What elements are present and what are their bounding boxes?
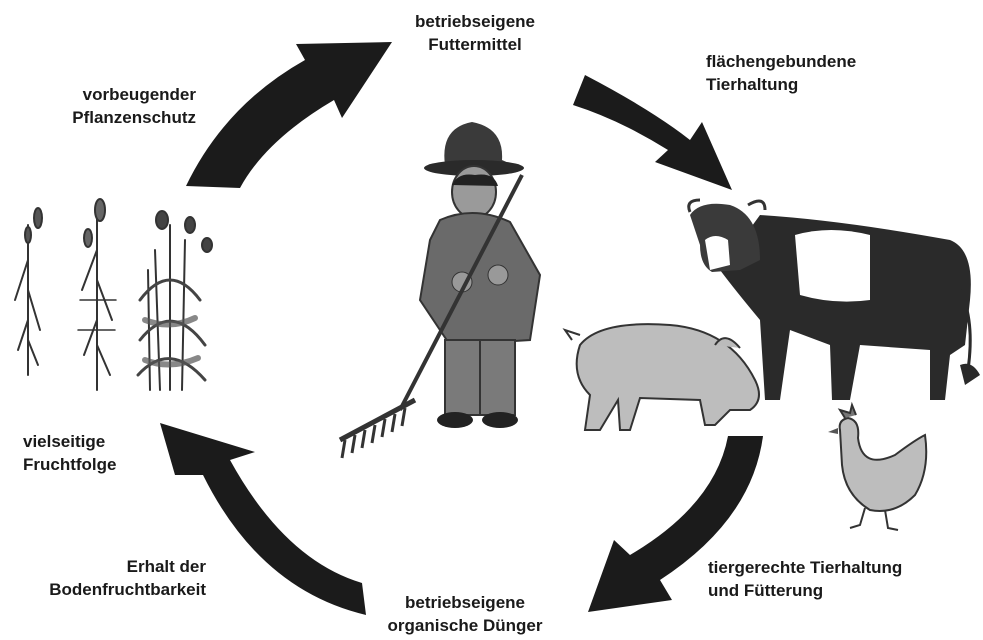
label-top: betriebseigene Futtermittel: [350, 10, 600, 56]
chicken-illustration: [828, 405, 926, 530]
label-top-left: vorbeugender Pflanzenschutz: [20, 83, 196, 129]
plant-3: [138, 211, 212, 390]
label-top-right: flächengebundene Tierhaltung: [706, 50, 966, 96]
plant-1: [15, 208, 42, 375]
label-bottom-right: tiergerechte Tierhaltung und Fütterung: [708, 556, 978, 602]
arrow-top-left: [186, 42, 392, 188]
farmer-illustration: [340, 122, 540, 458]
label-left: vielseitige Fruchtfolge: [23, 430, 183, 476]
plant-2: [78, 199, 116, 390]
crop-plants-illustration: [15, 199, 212, 390]
label-bottom: betriebseigene organische Dünger: [330, 591, 600, 637]
pig-illustration: [565, 324, 759, 430]
label-bottom-left: Erhalt der Bodenfruchtbarkeit: [10, 555, 206, 601]
